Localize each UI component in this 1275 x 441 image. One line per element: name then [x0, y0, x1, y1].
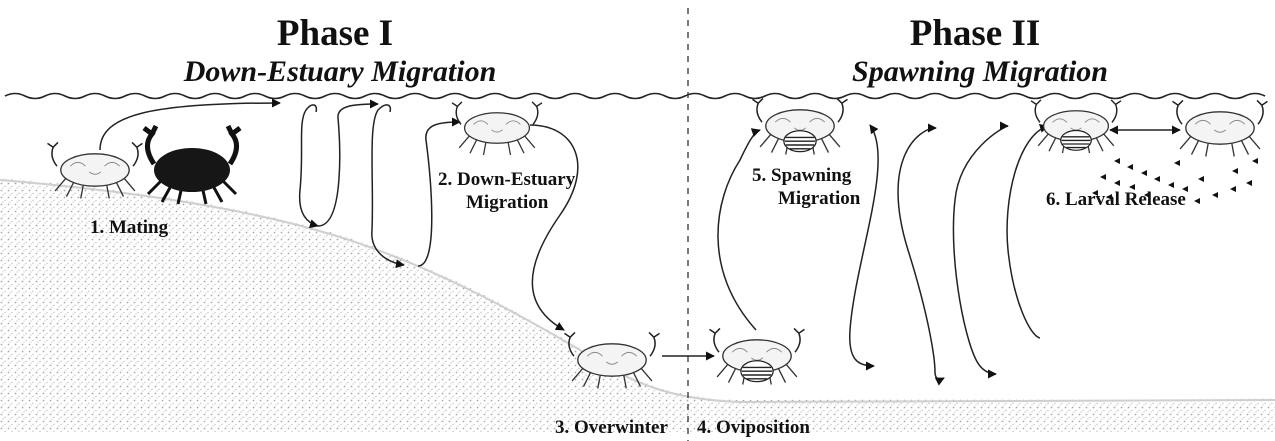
- stage-down-estuary-label-line1: 2. Down-Estuary: [438, 168, 575, 191]
- crab-icon: [452, 102, 542, 155]
- stage-overwinter-label: 3. Overwinter: [555, 416, 668, 439]
- phase2-subtitle: Spawning Migration: [770, 55, 1190, 89]
- stage-spawning-label-line2: Migration: [778, 187, 860, 210]
- stage-mating-label: 1. Mating: [90, 216, 168, 239]
- crab-icon: [1173, 100, 1268, 156]
- stage-spawning-label-line1: 5. Spawning: [752, 164, 851, 187]
- phase1-title: Phase I: [190, 14, 480, 54]
- egg-bearing-crab-icon: [710, 328, 805, 384]
- stage-larval-release-label: 6. Larval Release: [1046, 188, 1186, 211]
- water-surface: [5, 94, 1265, 99]
- phase1-subtitle: Down-Estuary Migration: [120, 55, 560, 89]
- phase2-title: Phase II: [830, 14, 1120, 54]
- stage-down-estuary-label-line2: Migration: [466, 191, 548, 214]
- egg-bearing-crab-icon: [753, 98, 848, 154]
- dark-crab-icon: [144, 126, 240, 204]
- estuary-bottom: [0, 178, 1275, 432]
- stage-oviposition-label: 4. Oviposition: [697, 416, 810, 439]
- egg-bearing-crab-icon: [1031, 100, 1121, 153]
